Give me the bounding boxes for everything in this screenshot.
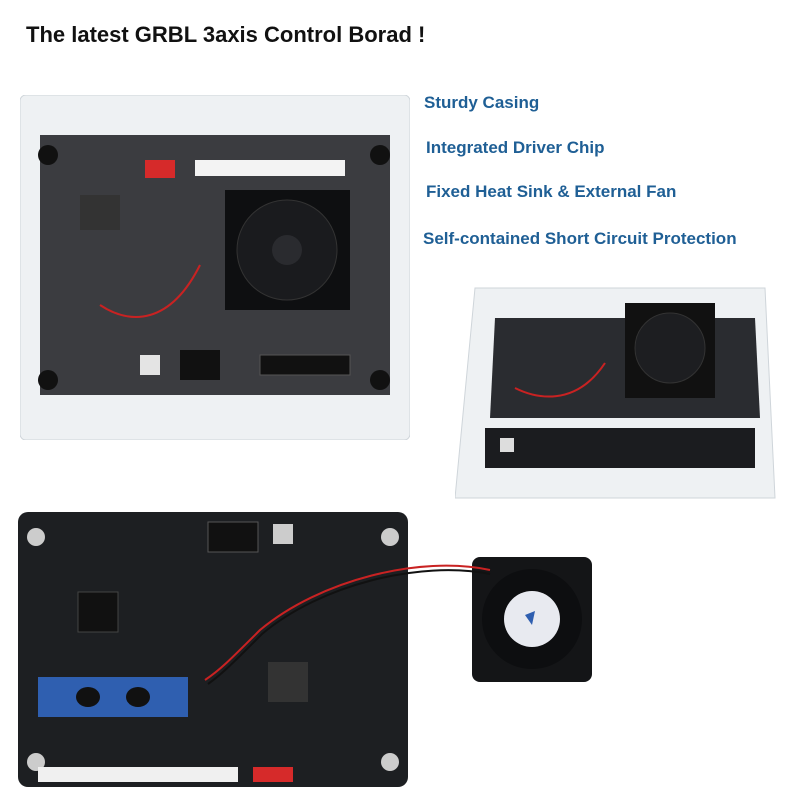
feature-sturdy-casing: Sturdy Casing <box>424 93 540 112</box>
feature-heat-sink-fan: Fixed Heat Sink & External Fan <box>426 182 677 201</box>
feature-driver-chip: Integrated Driver Chip <box>426 138 605 157</box>
bare-board-image <box>18 512 408 787</box>
page-title: The latest GRBL 3axis Control Borad ! <box>26 22 426 47</box>
external-fan-image <box>472 557 592 682</box>
feature-short-circuit: Self-contained Short Circuit Protection <box>423 229 737 248</box>
cased-board-angled-image <box>455 287 776 499</box>
cased-board-top-image <box>20 95 410 440</box>
fan-cable <box>204 564 491 685</box>
